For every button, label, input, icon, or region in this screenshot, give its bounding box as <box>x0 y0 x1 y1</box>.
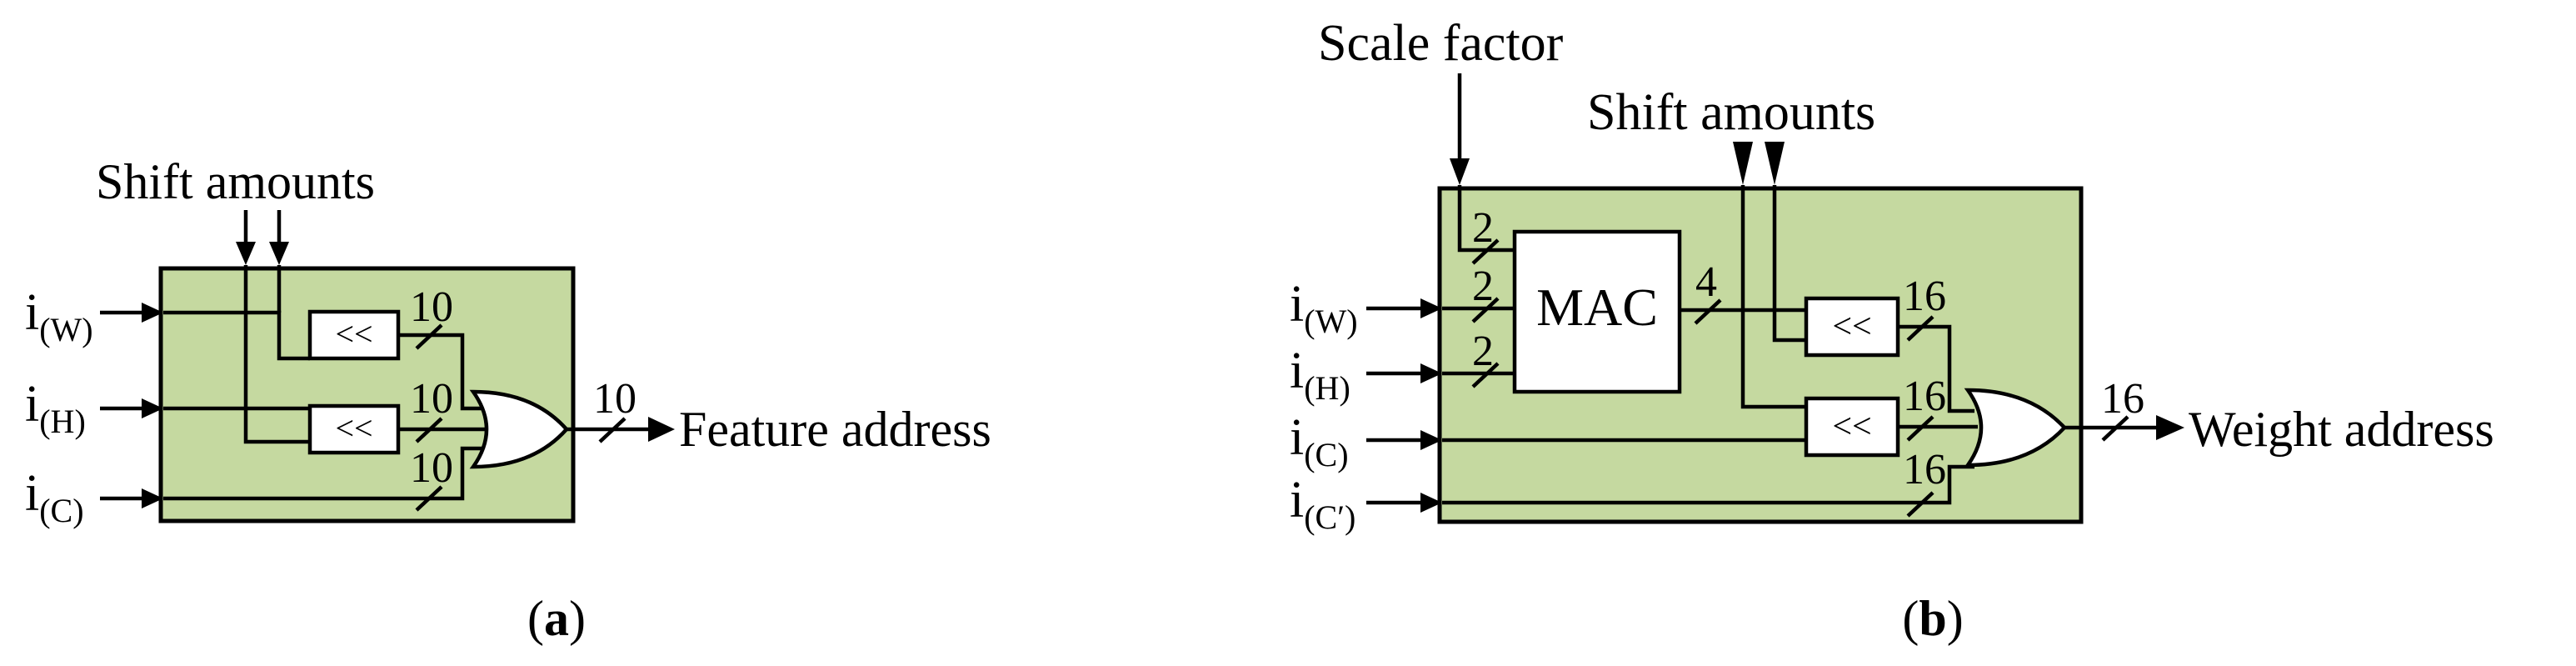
input-arrowhead-h-a <box>142 398 163 418</box>
or-gate-b <box>1964 388 2068 468</box>
bus-slash-a-2 <box>415 417 443 443</box>
wire-shift-2-b <box>1740 185 1806 409</box>
wire-shift-1-b <box>1772 185 1806 343</box>
output-width-b: 16 <box>2101 375 2144 423</box>
svg-text:i(C′): i(C′) <box>1290 472 1355 536</box>
shifter-w-a <box>307 309 401 361</box>
input-arrowhead-w-b <box>1420 298 1442 318</box>
output-arrowhead-a <box>648 417 675 442</box>
output-width-a: 10 <box>593 375 637 423</box>
scale-factor-arrowhead <box>1450 158 1470 185</box>
mac-input-width-3: 2 <box>1472 328 1494 375</box>
input-label-h-b: i(H) <box>1290 343 1350 407</box>
caption-b: (b) <box>1902 591 1963 646</box>
shift-amounts-label-b: Shift amounts <box>1587 84 1875 141</box>
shifter-1-b <box>1804 296 1900 358</box>
wire-shift-h-a <box>243 265 310 444</box>
wire-scale-b <box>1457 185 1515 253</box>
input-arrowhead-w-a <box>142 303 163 323</box>
bus-slash-a-1 <box>415 323 443 350</box>
bus-width-a-3: 10 <box>410 444 453 492</box>
input-label-c-a: i(C) <box>25 465 84 529</box>
shift-arrowhead-b-1 <box>1733 142 1753 185</box>
input-label-w-b: i(W) <box>1290 276 1358 340</box>
mac-input-width-1: 2 <box>1472 204 1494 252</box>
bus-slash-b-2 <box>1906 415 1934 442</box>
svg-text:i(W): i(W) <box>25 284 93 348</box>
mac-input-width-2: 2 <box>1472 263 1494 310</box>
input-label-c-b: i(C) <box>1290 409 1349 473</box>
panel-b: Scale factor Shift amounts i(W) i(H) i(C… <box>1290 15 2494 646</box>
bus-width-b-3: 16 <box>1903 446 1946 493</box>
wire-cprime-b <box>1442 464 1974 505</box>
mac-output-slash <box>1694 298 1722 325</box>
svg-text:i(H): i(H) <box>1290 343 1350 407</box>
bus-width-b-1: 16 <box>1903 273 1946 320</box>
shifter-symbol-1-b: << <box>1832 308 1871 346</box>
bus-width-a-2: 10 <box>410 375 453 423</box>
mac-input-slash-1 <box>1471 238 1500 265</box>
mac-unit <box>1512 229 1682 394</box>
svg-text:i(H): i(H) <box>25 376 86 440</box>
input-label-w-a: i(W) <box>25 284 93 348</box>
mac-label: MAC <box>1536 278 1658 337</box>
bus-slash-b-3 <box>1906 491 1934 518</box>
bus-slash-b-1 <box>1906 315 1934 342</box>
bus-width-a-1: 10 <box>410 283 453 331</box>
shifter-2-b <box>1804 396 1900 458</box>
mac-input-slash-2 <box>1471 297 1500 323</box>
shift-arrowhead-b-2 <box>1765 142 1785 185</box>
shift-arrowhead-a-2 <box>269 242 289 265</box>
shifter-symbol-h-a: << <box>335 409 372 447</box>
or-gate-a <box>469 389 570 469</box>
output-label-a: Feature address <box>679 402 991 457</box>
bus-width-b-2: 16 <box>1903 373 1946 420</box>
scale-factor-label: Scale factor <box>1318 15 1564 72</box>
svg-text:i(C): i(C) <box>1290 409 1349 473</box>
mac-input-slash-3 <box>1471 362 1500 388</box>
svg-text:i(C): i(C) <box>25 465 84 529</box>
output-arrowhead-b <box>2156 415 2184 440</box>
shift-arrowhead-a-1 <box>236 242 256 265</box>
wire-c-a <box>163 446 483 501</box>
input-arrowhead-c-b <box>1420 430 1442 450</box>
input-arrowhead-c-a <box>142 488 163 508</box>
output-slash-b <box>2101 415 2129 442</box>
svg-text:i(W): i(W) <box>1290 276 1358 340</box>
output-label-b: Weight address <box>2189 402 2494 457</box>
input-arrowhead-cprime-b <box>1420 493 1442 513</box>
output-slash-a <box>598 417 627 443</box>
input-arrowhead-h-b <box>1420 363 1442 383</box>
caption-a: (a) <box>527 591 586 646</box>
wire-w-a <box>163 310 310 361</box>
shifter-symbol-2-b: << <box>1832 408 1871 446</box>
input-label-cprime-b: i(C′) <box>1290 472 1355 536</box>
shift-amounts-label-a: Shift amounts <box>96 154 375 209</box>
input-label-h-a: i(H) <box>25 376 86 440</box>
shifter-symbol-w-a: << <box>335 315 372 353</box>
bus-slash-a-3 <box>415 485 443 512</box>
panel-a: Shift amounts i(W) i(H) i(C) << << <box>25 154 991 646</box>
mac-output-width: 4 <box>1695 258 1717 306</box>
